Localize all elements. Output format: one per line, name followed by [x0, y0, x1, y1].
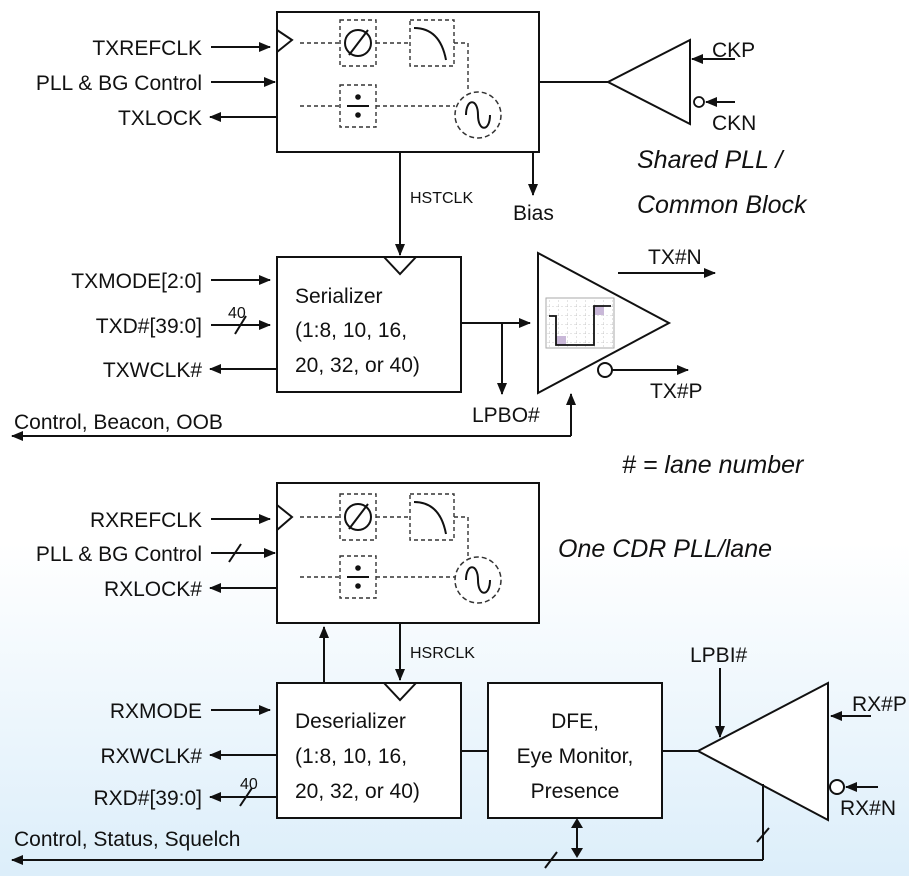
deserializer-block [276, 682, 462, 819]
hsrclk-label: HSRCLK [410, 645, 475, 662]
ckp-label: CKP [712, 39, 755, 62]
serializer-ratio-line1: (1:8, 10, 16, [295, 319, 407, 342]
deserializer-ratio-line1: (1:8, 10, 16, [295, 745, 407, 768]
txlock-label: TXLOCK [118, 107, 202, 130]
vco-icon [454, 91, 502, 139]
lpbo-label: LPBO# [472, 404, 540, 427]
vco-icon [454, 556, 502, 604]
rxd-label: RXD#[39:0] [93, 787, 202, 810]
deserializer-title: Deserializer [295, 710, 406, 733]
rx-p-label: RX#P [852, 693, 907, 716]
phase-detector-icon [339, 19, 377, 67]
serializer-block [276, 256, 462, 393]
tx-control-label: Control, Beacon, OOB [14, 411, 223, 434]
hstclk-label: HSTCLK [410, 190, 473, 207]
serializer-title: Serializer [295, 285, 383, 308]
rxmode-label: RXMODE [110, 700, 202, 723]
dfe-block [487, 682, 663, 819]
lane-number-note: # = lane number [622, 451, 805, 479]
rxd-bus-width: 40 [240, 776, 258, 793]
rxlock-label: RXLOCK# [104, 578, 202, 601]
shared-pll-caption-line2: Common Block [637, 191, 808, 219]
tx-driver [537, 251, 672, 395]
txmode-label: TXMODE[2:0] [71, 270, 202, 293]
tx-pll-bg-control-label: PLL & BG Control [36, 72, 202, 95]
deserializer-ratio-line2: 20, 32, or 40) [295, 780, 420, 803]
rx-n-label: RX#N [840, 797, 896, 820]
rxwclk-label: RXWCLK# [100, 745, 202, 768]
ckn-label: CKN [712, 112, 756, 135]
rx-pll-bg-control-label: PLL & BG Control [36, 543, 202, 566]
lpbi-label: LPBI# [690, 644, 748, 667]
dfe-line3: Presence [531, 780, 620, 803]
dfe-line1: DFE, [551, 710, 599, 733]
rxrefclk-label: RXREFCLK [90, 509, 202, 532]
rx-pll-block [276, 482, 540, 624]
bias-label: Bias [513, 202, 554, 225]
tx-n-label: TX#N [648, 246, 702, 269]
serializer-ratio-line2: 20, 32, or 40) [295, 354, 420, 377]
clock-input-buffer [539, 38, 735, 126]
txwclk-label: TXWCLK# [103, 359, 203, 382]
tx-p-label: TX#P [650, 380, 703, 403]
cdr-pll-caption: One CDR PLL/lane [558, 535, 772, 563]
txd-bus-width: 40 [228, 305, 246, 322]
txd-label: TXD#[39:0] [96, 315, 202, 338]
dfe-line2: Eye Monitor, [517, 745, 634, 768]
tx-pll-block [276, 11, 540, 153]
rx-control-label: Control, Status, Squelch [14, 828, 240, 851]
shared-pll-caption-line1: Shared PLL / [637, 146, 786, 174]
txrefclk-label: TXREFCLK [92, 37, 202, 60]
